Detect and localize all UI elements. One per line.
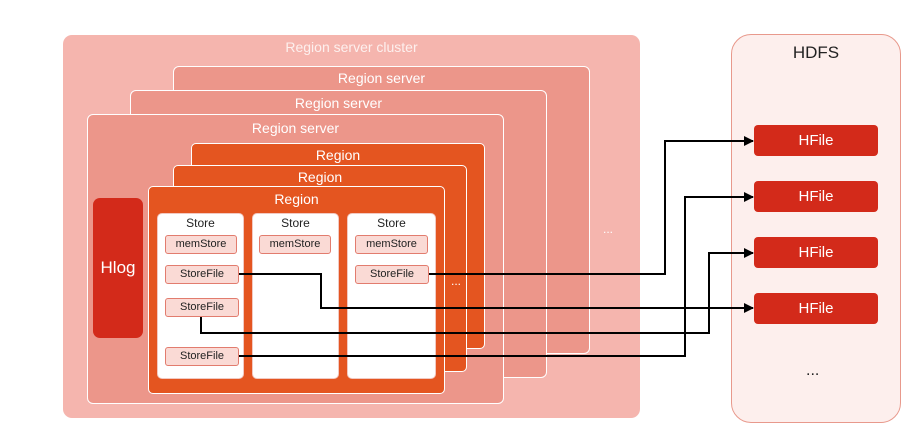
- region-more: ...: [451, 274, 462, 288]
- store-title: Store: [186, 216, 215, 230]
- storefile: StoreFile: [355, 265, 429, 284]
- region-label: Region: [274, 191, 319, 207]
- arrow-storefile4-to-hfile2: [239, 192, 754, 357]
- hfile: HFile: [754, 237, 878, 268]
- storefile: StoreFile: [165, 265, 239, 284]
- cluster-more: ...: [603, 222, 614, 236]
- store-title: Store: [281, 216, 310, 230]
- memstore: memStore: [355, 235, 428, 254]
- hfile: HFile: [754, 293, 878, 324]
- region-label: Region: [315, 147, 361, 163]
- memstore: memStore: [259, 235, 331, 254]
- storefile: StoreFile: [165, 298, 239, 317]
- cluster-label: Region server cluster: [285, 39, 418, 55]
- memstore: memStore: [165, 235, 237, 254]
- region-server-label: Region server: [337, 70, 426, 86]
- arrow-storefile2-to-hfile3: [200, 248, 754, 334]
- arrow-storefile1-to-hfile4: [239, 273, 754, 313]
- region-label: Region: [297, 169, 343, 185]
- hlog: Hlog: [93, 198, 143, 338]
- hfile: HFile: [754, 125, 878, 156]
- arrow-storefile3-to-hfile1: [429, 136, 754, 275]
- storefile: StoreFile: [165, 347, 239, 366]
- hdfs-title: HDFS: [792, 43, 840, 62]
- hdfs-panel: HDFS: [731, 34, 901, 423]
- region-server-label: Region server: [251, 120, 340, 136]
- store-title: Store: [377, 216, 406, 230]
- hfile: HFile: [754, 181, 878, 212]
- hdfs-more: ...: [806, 362, 820, 379]
- region-server-label: Region server: [294, 95, 383, 111]
